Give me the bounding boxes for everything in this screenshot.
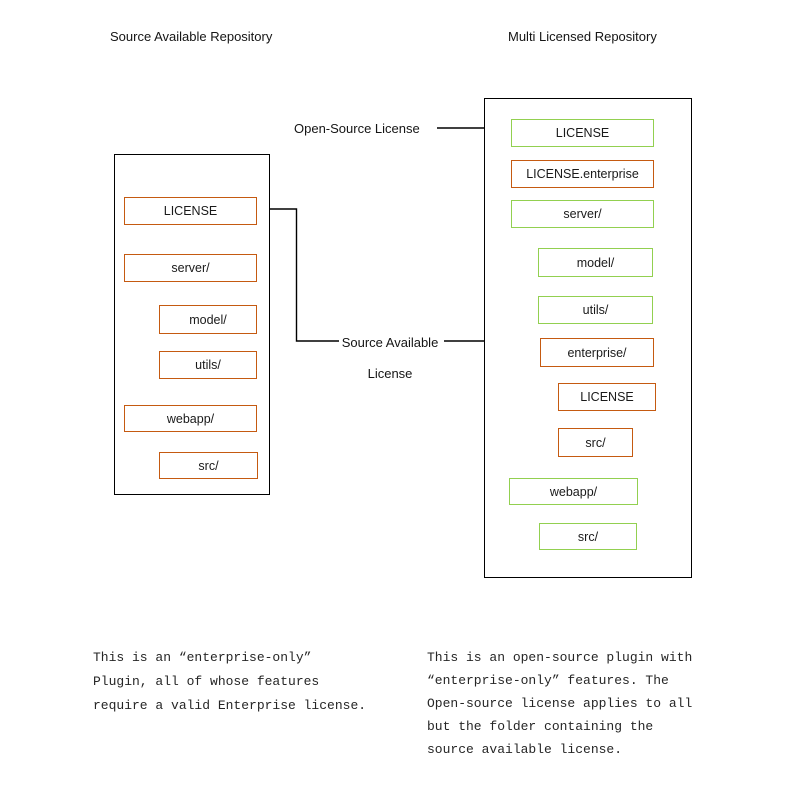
ml-repo-server-box: server/ <box>511 200 654 228</box>
ml-repo-utils-box: utils/ <box>538 296 653 324</box>
source-available-license-arrow-left <box>261 205 339 342</box>
sa-repo-model-box: model/ <box>159 305 257 334</box>
right-repo-caption: This is an open-source plugin with “ente… <box>427 650 693 757</box>
open-source-license-label: Open-Source License <box>294 121 420 136</box>
left-repo-title: Source Available Repository <box>110 29 273 44</box>
source-available-repo: LICENSE server/ model/ utils/ webapp/ sr… <box>114 154 270 495</box>
ml-repo-webapp-box: webapp/ <box>509 478 638 505</box>
sa-repo-src-box: src/ <box>159 452 258 479</box>
sa-repo-license-box: LICENSE <box>124 197 257 225</box>
sa-repo-server-box: server/ <box>124 254 257 282</box>
ml-repo-src-box: src/ <box>539 523 637 550</box>
ml-repo-enterprise-dir-box: enterprise/ <box>540 338 654 367</box>
ml-repo-license-open-box: LICENSE <box>511 119 654 147</box>
ml-repo-enterprise-src-box: src/ <box>558 428 633 457</box>
multi-licensed-repo: LICENSE LICENSE.enterprise server/ model… <box>484 98 692 578</box>
sa-repo-webapp-box: webapp/ <box>124 405 257 432</box>
ml-repo-enterprise-license-box: LICENSE <box>558 383 656 411</box>
sa-repo-utils-box: utils/ <box>159 351 257 379</box>
left-repo-caption: This is an “enterprise-only” Plugin, all… <box>93 650 367 713</box>
ml-repo-model-box: model/ <box>538 248 653 277</box>
ml-repo-license-enterprise-file-box: LICENSE.enterprise <box>511 160 654 188</box>
right-repo-title: Multi Licensed Repository <box>508 29 657 44</box>
source-available-license-label: Source Available License <box>341 335 439 381</box>
